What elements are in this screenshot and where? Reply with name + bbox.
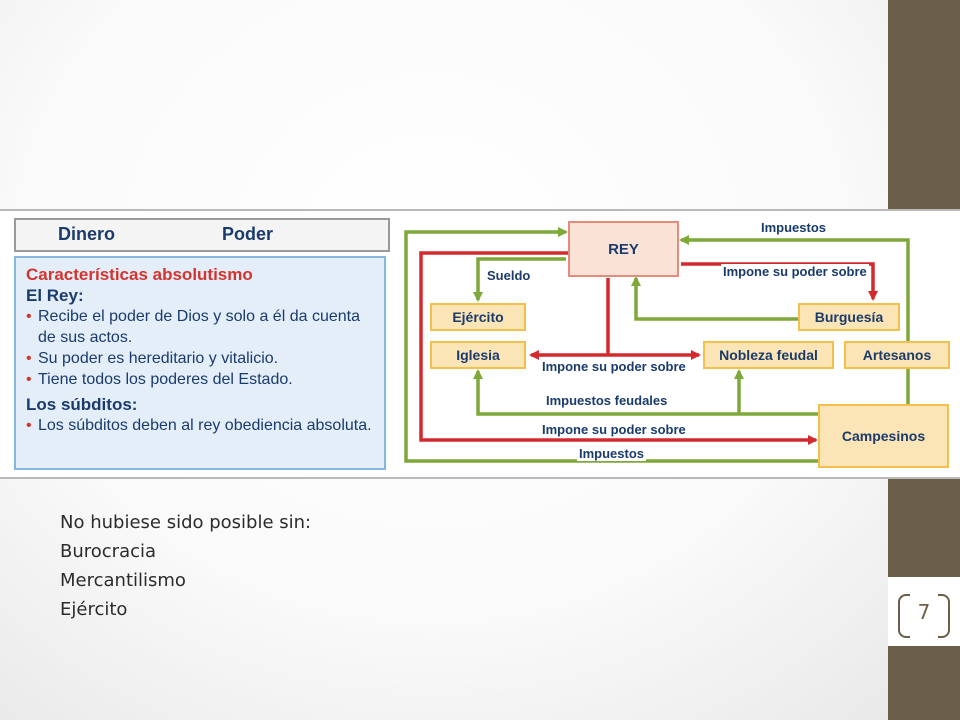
arrow-sueldo [473,257,566,302]
subjects-heading: Los súbditos: [26,395,138,414]
node-ejercito: Ejército [430,303,526,331]
absolutism-diagram: Dinero Poder Características absolutismo… [0,209,960,479]
page-bracket-left [898,594,910,638]
list-item: No hubiese sido posible sin: [60,512,312,533]
legend-power-label: Poder [222,224,274,244]
arrow-impuestos-bottom [404,227,818,463]
page-bracket-right [938,594,950,638]
label-sueldo: Sueldo [485,268,533,283]
characteristics-title: Características absolutismo [26,265,253,284]
node-campesinos: Campesinos [818,404,949,468]
king-point: Tiene todos los poderes del Estado. [26,369,374,390]
list-item: Mercantilismo [60,570,186,591]
king-point: Su poder es hereditario y vitalicio. [26,348,374,369]
label-impuestos-bottom: Impuestos [577,446,647,461]
characteristics-box: Características absolutismo El Rey: Reci… [14,256,386,470]
legend-money-label: Dinero [58,224,116,244]
arrow-impuestos-feudales [473,369,818,416]
label-impuestos-top: Impuestos [759,220,829,235]
node-nobleza-feudal: Nobleza feudal [703,341,834,369]
label-impone-campesinos: Impone su poder sobre [540,422,688,437]
list-item: Burocracia [60,541,157,562]
node-artesanos: Artesanos [844,341,950,369]
king-heading: El Rey: [26,286,84,305]
node-iglesia: Iglesia [430,341,526,369]
arrow-impone-campesinos [419,251,818,445]
arrow-burguesia-rey [631,276,798,321]
label-impone-iglesia: Impone su poder sobre [540,359,688,374]
slide-text-list: No hubiese sido posible sin: Burocracia … [60,508,311,624]
list-item: Ejército [60,599,128,620]
label-impone-burguesia: Impone su poder sobre [721,264,869,279]
king-point: Recibe el poder de Dios y solo a él da c… [26,306,374,348]
legend: Dinero Poder [14,218,390,252]
label-impuestos-feudales: Impuestos feudales [544,393,670,408]
node-burguesia: Burguesía [798,303,900,331]
subjects-point: Los súbditos deben al rey obediencia abs… [26,415,374,436]
page-number: 7 [917,600,931,624]
node-rey: REY [568,221,679,277]
